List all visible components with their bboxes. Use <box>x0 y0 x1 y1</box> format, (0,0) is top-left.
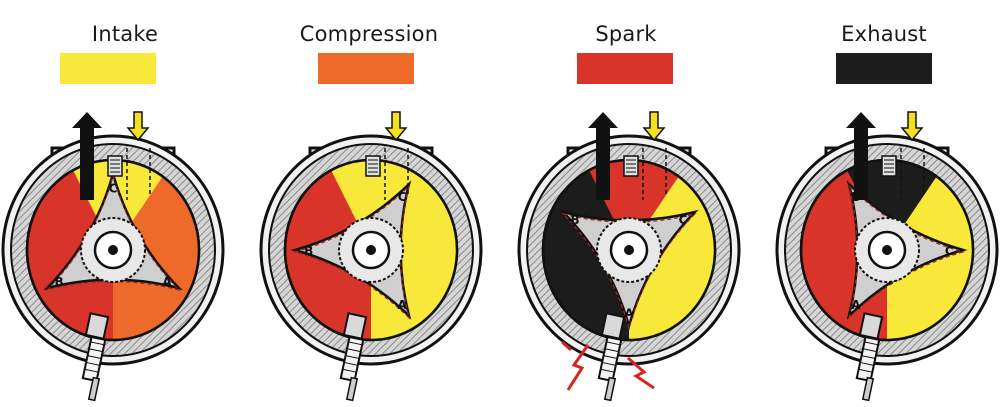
swatch-spark <box>577 53 673 84</box>
spark-plug-rib <box>602 361 616 366</box>
spark-plug-rib <box>84 368 99 373</box>
spark-plug-rib <box>864 341 879 346</box>
spark-plug-terminal <box>345 376 359 402</box>
chamber-top <box>331 159 421 250</box>
spark-plug-rib <box>348 341 363 346</box>
spark-plug-hex <box>342 312 368 340</box>
rotor-label: B <box>570 213 579 227</box>
engine-spark: C A B <box>517 111 741 402</box>
engine-exhaust: CAB <box>775 111 999 402</box>
intake-arrow <box>126 111 150 142</box>
spark-plug-rib <box>858 368 873 373</box>
shaft-center <box>108 245 118 255</box>
stage-label-intake: Intake <box>91 22 159 46</box>
exhaust-arrow <box>846 112 876 200</box>
spark-plug-terminal <box>87 376 101 402</box>
rotor-label: A <box>851 298 861 312</box>
rotor-label: A <box>162 275 172 289</box>
rotor-label: B <box>304 244 313 258</box>
spark-bolt-left <box>566 344 590 391</box>
shaft-center <box>366 245 376 255</box>
chamber-top <box>847 159 937 250</box>
spark-plug-hex <box>600 312 626 340</box>
spark-plug-rib <box>600 368 615 373</box>
spark-bolt-left-tip <box>561 340 572 352</box>
rotor-label: A <box>624 306 634 320</box>
intake-arrow <box>900 111 924 142</box>
spark-plug-rib <box>606 341 621 346</box>
engine-compression: C A B <box>259 111 483 402</box>
spark-plug-terminal <box>861 376 875 402</box>
spark-plug-rib <box>604 348 619 353</box>
spark-plug-rib <box>344 361 358 366</box>
spark-plug-rib <box>90 341 105 346</box>
rotor-label: A <box>398 298 408 312</box>
shaft-center <box>882 245 892 255</box>
spark-plug-rib <box>603 355 618 359</box>
spark-plug-rib <box>862 348 877 353</box>
spark-bolt-right <box>627 356 655 390</box>
exhaust-arrow <box>588 112 618 200</box>
vent-block <box>881 155 897 177</box>
swatch-compression <box>318 53 414 84</box>
spark-plug-rib <box>87 355 102 359</box>
spark-plug-rib <box>346 348 361 353</box>
vent-block <box>365 155 381 177</box>
spark-plug-rib <box>86 361 100 366</box>
rotor-label: C <box>945 244 954 258</box>
spark-plug-rib <box>860 361 874 366</box>
rotor-label: B <box>54 275 63 289</box>
stage-label-compression: Compression <box>299 22 439 46</box>
swatch-exhaust <box>836 53 932 84</box>
rotor-label: C <box>398 190 407 204</box>
spark-plug-hex <box>858 312 884 340</box>
spark-plug-rib <box>861 355 876 359</box>
exhaust-arrow <box>72 112 102 200</box>
spark-plug-hex <box>84 312 110 340</box>
rotor-label: C <box>109 182 118 196</box>
vent-block <box>623 155 639 177</box>
shaft-center <box>624 245 634 255</box>
rotor-label: C <box>679 213 688 227</box>
stage-label-spark: Spark <box>595 22 657 46</box>
chamber-top <box>589 159 679 250</box>
vent-block <box>107 155 123 177</box>
swatch-intake <box>60 53 156 84</box>
intake-arrow <box>384 111 408 142</box>
spark-plug-terminal <box>603 376 617 402</box>
spark-plug-rib <box>88 348 103 353</box>
engine-intake: C A B <box>1 111 225 402</box>
intake-arrow <box>642 111 666 142</box>
stage-label-exhaust: Exhaust <box>841 22 927 46</box>
spark-plug-rib <box>342 368 357 373</box>
spark-plug-rib <box>345 355 360 359</box>
